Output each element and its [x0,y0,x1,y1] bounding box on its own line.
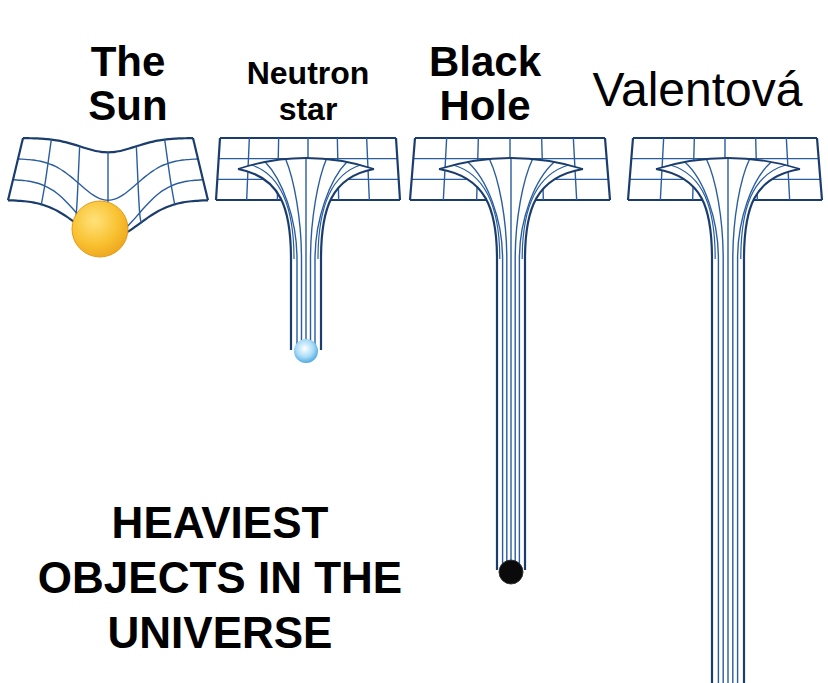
grid-line [628,138,633,200]
object-label: Black Hole [415,40,555,128]
funnel-outline [656,169,712,683]
funnel-outline [321,169,374,350]
funnel-line [305,158,306,350]
grid-line [216,138,220,200]
grid-line [165,140,175,205]
grid-line [23,138,193,152]
funnel-line [510,158,511,570]
title: HEAVIEST OBJECTS IN THE UNIVERSE [15,495,425,660]
funnel-fill [439,158,583,570]
funnel-line [252,165,294,259]
funnel-outline [744,169,800,683]
grid-line [8,138,23,200]
funnel-line [741,165,786,259]
grid-line [605,138,610,200]
grid-line [136,146,141,222]
grid-line [817,138,822,200]
object-label: The Sun [68,40,188,128]
funnel-line [522,165,568,259]
neutron-well [216,138,400,363]
sun-well [8,138,208,257]
funnel-line [670,165,715,259]
funnel-outline [439,169,497,570]
object-label: Neutron star [228,55,388,127]
funnel-outline [525,169,583,570]
neutron-ball [294,339,318,363]
grid-line [193,138,208,200]
funnel-line [453,165,499,259]
funnel-rim [238,158,374,169]
funnel-fill [656,158,800,683]
grid-line [410,138,415,200]
funnel-line [738,162,772,683]
sun-ball [72,201,128,257]
funnel-line [685,162,719,683]
object-label: Valentová [575,62,820,118]
deepest-well [628,138,822,683]
funnel-line [318,165,360,259]
funnel-fill [238,158,374,350]
funnel-rim [439,158,583,169]
grid-line [41,140,51,205]
funnel-rim [656,158,800,169]
grid-line [396,138,400,200]
funnel-line [727,158,728,683]
funnel-outline [238,169,291,350]
blackhole-ball [499,560,523,584]
blackhole-well [410,138,610,584]
